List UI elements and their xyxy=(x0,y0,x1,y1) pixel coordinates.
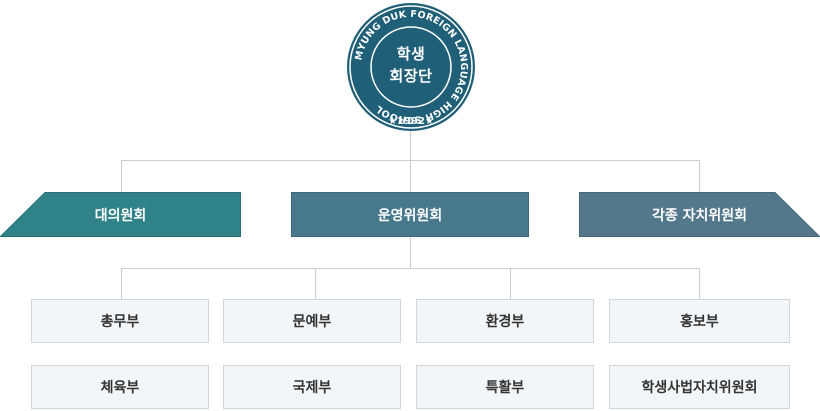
dept-environment: 환경부 xyxy=(416,299,594,343)
emblem-year: 1992 xyxy=(397,116,425,127)
star-icon: ★ xyxy=(388,116,397,127)
dept-general-affairs: 총무부 xyxy=(31,299,209,343)
committee-operations: 운영위원회 xyxy=(291,192,529,237)
emblem-outer-border xyxy=(349,5,473,129)
committee-delegates: 대의원회 xyxy=(0,192,241,237)
student-council-emblem: MYUNG DUK FOREIGN LANGUAGE HIGH SCHOOL ★… xyxy=(341,1,481,133)
dept-physical-education: 체육부 xyxy=(31,365,209,409)
connector-line xyxy=(699,268,700,299)
committee-shape xyxy=(0,192,241,237)
dept-literary-arts: 문예부 xyxy=(223,299,401,343)
connector-line xyxy=(410,160,411,192)
connector-line xyxy=(510,268,511,299)
star-icon: ★ xyxy=(425,116,434,127)
connector-line xyxy=(121,160,122,192)
emblem-inner-circle xyxy=(370,26,452,108)
dept-public-relations: 홍보부 xyxy=(609,299,790,343)
dept-special-activities: 특활부 xyxy=(416,365,594,409)
connector-line xyxy=(410,237,411,268)
connector-line xyxy=(410,130,411,160)
committee-autonomous: 각종 자치위원회 xyxy=(579,192,820,237)
connector-line xyxy=(121,268,700,269)
connector-line xyxy=(315,268,316,299)
emblem-seal: MYUNG DUK FOREIGN LANGUAGE HIGH SCHOOL ★… xyxy=(347,3,475,131)
connector-line xyxy=(121,268,122,299)
committee-label: 운영위원회 xyxy=(377,207,443,224)
emblem-title-line2: 회장단 xyxy=(389,67,433,85)
emblem-title-line1: 학생 xyxy=(396,45,426,63)
committee-shape xyxy=(291,192,529,237)
committee-label: 각종 자치위원회 xyxy=(651,207,748,224)
connector-line xyxy=(699,160,700,192)
dept-student-judicial-committee: 학생사법자치위원회 xyxy=(609,365,790,409)
emblem-year-row: ★1992★ xyxy=(388,116,434,127)
committee-label: 대의원회 xyxy=(94,207,147,224)
dept-international: 국제부 xyxy=(223,365,401,409)
